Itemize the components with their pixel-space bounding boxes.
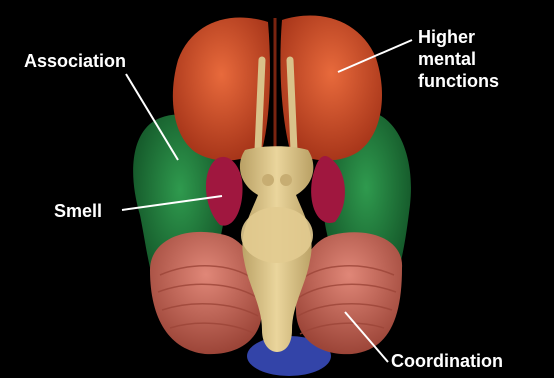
label-higher-line1: Higher xyxy=(418,26,499,48)
label-higher-line2: mental xyxy=(418,48,499,70)
label-smell: Smell xyxy=(54,200,102,222)
cerebellum-right-shape xyxy=(296,232,402,354)
label-coordination-text: Coordination xyxy=(391,351,503,371)
mammillary-body-right xyxy=(280,174,292,186)
pons-shape xyxy=(241,207,313,263)
olfactory-tract-right xyxy=(290,60,294,150)
label-association-text: Association xyxy=(24,51,126,71)
label-coordination: Coordination xyxy=(391,350,503,372)
label-higher-mental-functions: Higher mental functions xyxy=(418,26,499,92)
label-association: Association xyxy=(24,50,126,72)
label-smell-text: Smell xyxy=(54,201,102,221)
label-higher-line3: functions xyxy=(418,70,499,92)
olfactory-tract-left xyxy=(258,60,262,150)
mammillary-body-left xyxy=(262,174,274,186)
